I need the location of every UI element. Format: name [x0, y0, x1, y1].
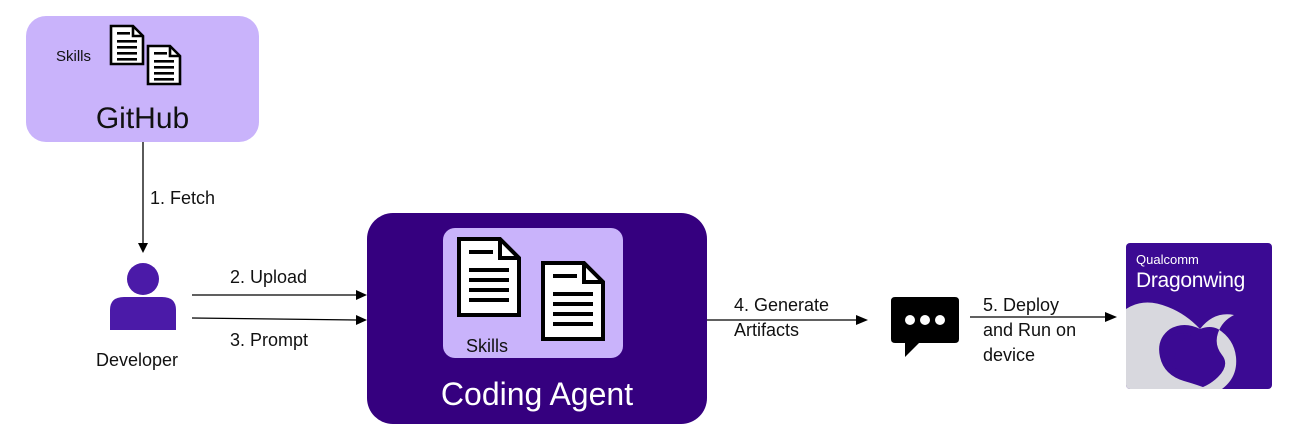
deploy-arrow: [970, 311, 1118, 323]
upload-arrow: [192, 289, 368, 301]
prompt-arrow: [191, 313, 368, 325]
deploy-label-line1: 5. Deploy: [983, 295, 1060, 315]
document-icon: [109, 24, 145, 66]
document-icon: [540, 260, 606, 342]
qualcomm-brand-label: Qualcomm: [1136, 252, 1199, 267]
agent-skills-label: Skills: [466, 336, 509, 356]
person-icon: [108, 262, 178, 337]
dragon-logo-icon: [1126, 299, 1272, 389]
github-title: GitHub: [95, 102, 190, 135]
developer-label: Developer: [96, 350, 179, 370]
prompt-label: 3. Prompt: [230, 330, 309, 350]
github-skills-label: Skills: [56, 48, 92, 65]
generate-label-line2: Artifacts: [734, 320, 800, 340]
document-icon: [456, 236, 522, 318]
chat-bubble-icon: [891, 297, 959, 362]
dragonwing-product-label: Dragonwing: [1136, 269, 1246, 292]
fetch-label: 1. Fetch: [150, 188, 216, 208]
coding-agent-title: Coding Agent: [440, 376, 634, 412]
fetch-arrow: [137, 142, 149, 254]
deploy-label-line3: device: [983, 345, 1036, 365]
generate-arrow: [707, 314, 869, 326]
upload-label: 2. Upload: [230, 267, 308, 287]
generate-label-line1: 4. Generate: [734, 295, 830, 315]
document-icon: [146, 44, 182, 86]
deploy-label-line2: and Run on: [983, 320, 1077, 340]
qualcomm-dragonwing-logo: Qualcomm Dragonwing: [1126, 243, 1272, 389]
